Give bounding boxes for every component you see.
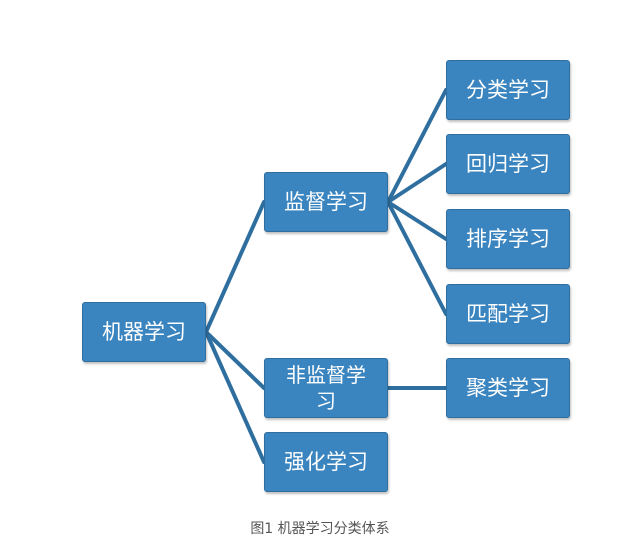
- figure-caption: 图1 机器学习分类体系: [250, 521, 390, 537]
- node-label: 排序学习: [466, 227, 550, 251]
- node-label: 强化学习: [284, 450, 368, 474]
- node-regression-learning: 回归学习: [446, 134, 570, 194]
- node-classification-learning: 分类学习: [446, 60, 570, 120]
- connector-supervised-regression: [386, 162, 448, 204]
- node-matching-learning: 匹配学习: [446, 284, 570, 344]
- node-label: 非监督学习: [286, 363, 366, 413]
- node-label: 分类学习: [466, 78, 550, 102]
- node-ranking-learning: 排序学习: [446, 209, 570, 269]
- node-clustering-learning: 聚类学习: [446, 358, 570, 418]
- connector-root-reinforcement: [204, 330, 266, 464]
- node-label: 回归学习: [466, 152, 550, 176]
- connector-supervised-classification: [386, 88, 448, 204]
- node-supervised-learning: 监督学习: [264, 172, 388, 232]
- connector-root-supervised: [204, 200, 266, 334]
- connector-root-unsupervised: [204, 330, 266, 390]
- node-label: 聚类学习: [466, 376, 550, 400]
- node-label: 机器学习: [102, 320, 186, 344]
- connector-supervised-matching: [386, 200, 448, 316]
- node-unsupervised-learning: 非监督学习: [264, 358, 388, 418]
- node-reinforcement-learning: 强化学习: [264, 432, 388, 492]
- node-label: 匹配学习: [466, 302, 550, 326]
- connector-supervised-ranking: [386, 200, 448, 241]
- node-label: 监督学习: [284, 190, 368, 214]
- node-machine-learning: 机器学习: [82, 302, 206, 362]
